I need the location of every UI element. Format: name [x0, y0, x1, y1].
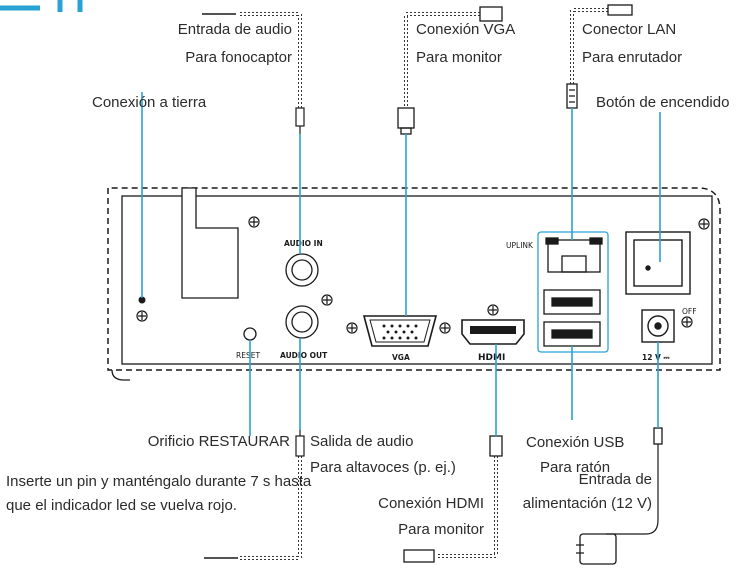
hdmi-plug-icon	[489, 435, 503, 457]
callout-lan-subtitle: Para enrutador	[582, 49, 682, 66]
callout-audio-in-title: Entrada de audio	[178, 21, 292, 38]
callout-lan-title: Conector LAN	[582, 21, 676, 38]
callout-power-in-title: Entrada de	[579, 471, 652, 488]
callout-usb-subtitle: Para ratón	[540, 459, 610, 476]
vga-port-icon	[362, 315, 438, 347]
callout-audio-out-title: Salida de audio	[310, 433, 413, 450]
callout-ground: Conexión a tierra	[92, 94, 207, 111]
panel-label-uplink: UPLINK	[506, 241, 534, 250]
panel-label-reset: RESET	[236, 351, 260, 360]
callout-reset-note-line2: que el indicador led se vuelva rojo.	[6, 497, 237, 514]
panel-label-hdmi: HDMI	[478, 353, 505, 363]
cables	[202, 4, 663, 565]
rca-plug-icon	[295, 430, 305, 457]
hdmi-plug-icon	[403, 549, 435, 563]
rca-plug-icon	[295, 107, 305, 134]
rj45-plug-icon	[566, 83, 578, 109]
callout-usb-title: Conexión USB	[526, 434, 624, 451]
callout-reset-note-line1: Inserte un pin y manténgalo durante 7 s …	[6, 473, 312, 490]
ground-terminal-icon	[138, 296, 146, 304]
callout-reset-title: Orificio RESTAURAR	[148, 433, 290, 450]
rj45-plug-icon	[607, 4, 633, 16]
leader-lines	[141, 92, 661, 436]
dc-plug-icon	[653, 427, 663, 445]
callout-power-switch: Botón de encendido	[596, 94, 729, 111]
callout-power-in-subtitle: alimentación (12 V)	[523, 495, 652, 512]
callout-audio-in-subtitle: Para fonocaptor	[185, 49, 292, 66]
vga-plug-icon	[479, 6, 503, 22]
panel-label-off: OFF	[682, 307, 697, 316]
panel-label-dc: 12 V ⎓	[642, 353, 670, 362]
device-foot	[111, 369, 130, 381]
power-switch-icon	[625, 231, 691, 295]
panel-label-audio-in: AUDIO IN	[284, 239, 323, 248]
panel-label-vga: VGA	[392, 353, 410, 362]
usb-port-icon	[543, 289, 601, 347]
top-decoration	[0, 0, 83, 12]
dc-power-jack-icon	[641, 309, 675, 343]
callout-hdmi-subtitle: Para monitor	[398, 521, 484, 538]
audio-out-jack-icon	[285, 305, 319, 339]
mounting-bracket	[181, 187, 239, 299]
reset-hole-icon	[243, 327, 257, 341]
callout-audio-out-subtitle: Para altavoces (p. ej.)	[310, 459, 456, 476]
lan-port-icon	[545, 237, 603, 273]
panel-screw	[136, 216, 710, 334]
io-group-box	[537, 231, 609, 353]
audio-in-jack-icon	[285, 253, 319, 287]
callout-vga-subtitle: Para monitor	[416, 49, 502, 66]
hdmi-port-icon	[461, 319, 525, 345]
power-adapter-icon	[576, 533, 617, 565]
callout-hdmi-title: Conexión HDMI	[378, 495, 484, 512]
callout-vga-title: Conexión VGA	[416, 21, 515, 38]
panel-label-audio-out: AUDIO OUT	[280, 351, 328, 360]
vga-plug-icon	[397, 107, 415, 135]
device-rear-panel: AUDIO IN AUDIO OUT RESET VGA HDMI UPLINK…	[107, 187, 721, 381]
